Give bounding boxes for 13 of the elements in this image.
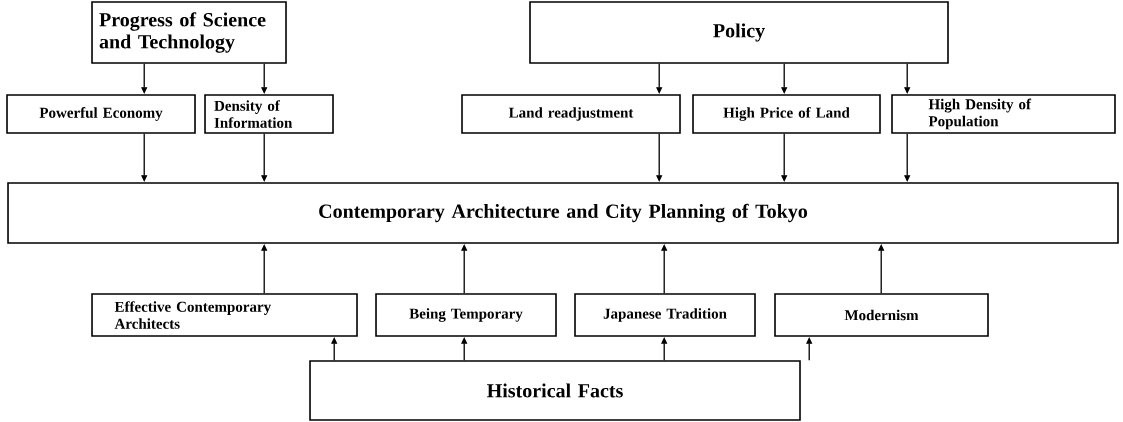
central-box: Contemporary Architecture and City Planning of Tokyo (7, 182, 1119, 244)
factor-box: Modernism (774, 293, 989, 337)
factor-box: Being Temporary (375, 293, 557, 337)
heading-box: Policy (529, 1, 949, 64)
heading-box: Historical Facts (309, 360, 801, 421)
factor-box: High Price of Land (692, 94, 881, 134)
factor-box: Japanese Tradition (574, 293, 756, 337)
factor-box: Effective Contemporary Architects (91, 293, 358, 337)
factor-box: Land readjustment (461, 94, 681, 134)
heading-box: Progress of Science and Technology (91, 1, 287, 64)
factor-box: High Density of Population (891, 94, 1116, 134)
factor-box: Powerful Economy (6, 94, 196, 134)
factor-box: Density of Information (204, 94, 334, 134)
